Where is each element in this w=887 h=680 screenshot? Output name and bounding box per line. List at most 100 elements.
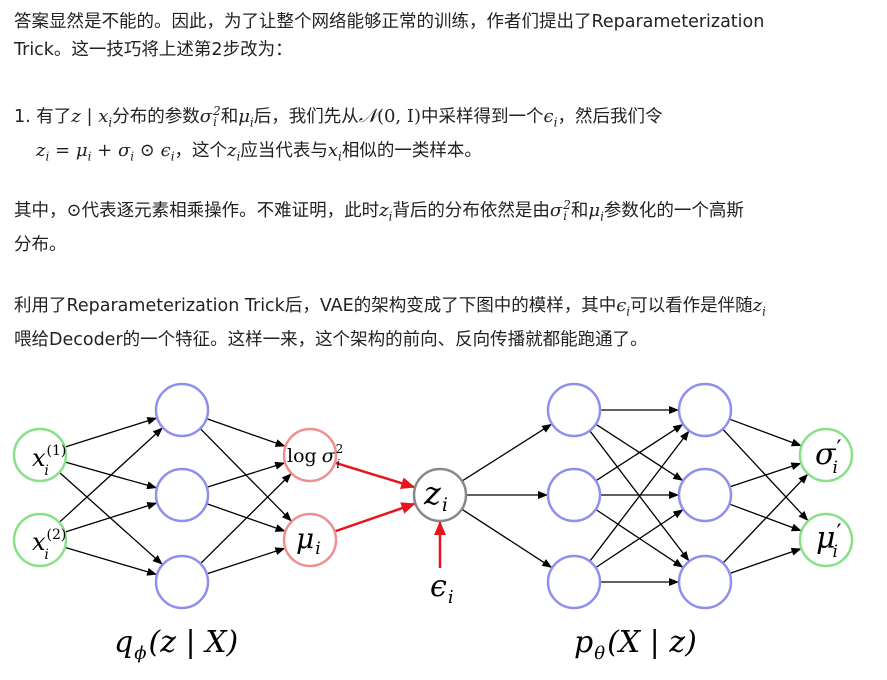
label-x2: x(2)i [32, 527, 66, 563]
x1-sub: i [44, 463, 48, 479]
z-base: z [423, 474, 442, 512]
math-mu: μi [588, 200, 604, 224]
sub-i: i [108, 115, 113, 130]
edges [58, 406, 809, 586]
eq-mu: μ [75, 139, 88, 161]
node-ls [282, 427, 338, 483]
math-x: xi [327, 139, 342, 164]
sub-i: i [762, 304, 766, 319]
sub-i: i [626, 304, 631, 319]
edge-e3-so [722, 473, 809, 564]
z-sym: z [227, 139, 237, 161]
sigma-out-sub: i [832, 458, 837, 478]
node-e1 [677, 382, 733, 438]
math-z-given-x: z | xi [71, 106, 113, 130]
edge-h2-mu [206, 503, 286, 532]
eq-z: z [36, 139, 46, 161]
x1-sup: (1) [47, 443, 67, 459]
para3-line2: 喂给Decoder的一个特征。这样一来，这个架构的前向、反向传播就都能跑通了。 [14, 329, 648, 350]
para3-t1: 利用了Reparameterization Trick后，VAE的架构变成了下图… [14, 296, 617, 316]
decoder-theta: θ [594, 643, 605, 664]
log-text: log [287, 445, 317, 467]
epsilon-sym: ϵ [543, 106, 554, 127]
z-sym: z [379, 200, 389, 221]
edge-e3-mo [729, 548, 802, 575]
node-e2 [677, 467, 733, 523]
math-normal-args: (0, I) [376, 106, 422, 127]
article-text: 答案显然是不能的。因此，为了让整个网络能够正常的训练，作者们提出了Reparam… [14, 8, 876, 64]
sub-i: i [213, 115, 217, 129]
mu-out-sub: i [833, 542, 838, 562]
eps-sym: ϵ [616, 295, 627, 316]
mu-base: μ [296, 522, 314, 555]
para2-t4: 和 [570, 201, 589, 221]
math-normal-n: 𝒩 [358, 105, 377, 127]
math-eq: zi = μi + σi ⊙ ϵi [36, 139, 175, 164]
edge-logsigma-z [334, 461, 416, 489]
node-x1 [12, 427, 68, 483]
x2-base: x [32, 528, 46, 556]
edge-mu-z [334, 502, 416, 533]
eq-odot: ⊙ [134, 139, 161, 161]
label-mu: μi [296, 522, 321, 559]
encoder-args: (z | X) [149, 625, 239, 660]
sup-2: 2 [213, 104, 221, 118]
node-h2 [154, 467, 210, 523]
node-d1 [546, 382, 602, 438]
eq-equals: = [49, 139, 76, 161]
edge-z-d3 [461, 508, 553, 568]
sub-i: i [236, 149, 241, 164]
eps-sub: i [448, 587, 454, 608]
node-z [412, 467, 468, 523]
x-sym: x [327, 139, 339, 161]
x1-base: x [32, 444, 46, 472]
edge-h3-mu [206, 547, 286, 575]
para2-t2: 代表逐元素相乘操作。不难证明，此时 [81, 201, 380, 221]
z-sym: z [752, 295, 763, 316]
sub-i: i [388, 209, 393, 224]
nodes [12, 382, 854, 610]
mu-sym: μ [238, 106, 250, 127]
z-given-x-text: z | x [71, 106, 109, 127]
decoder-caption: pθ(X | z) [574, 625, 697, 664]
eq-eps: ϵ [160, 139, 171, 161]
sigma-sym: σ [549, 200, 563, 221]
sub-i: i [553, 115, 558, 130]
mu-out-base: μ [816, 521, 836, 556]
para1-line1: 答案显然是不能的。因此，为了让整个网络能够正常的训练，作者们提出了Reparam… [14, 12, 765, 32]
math-eps: ϵi [616, 295, 631, 319]
encoder-caption: qϕ(z | X) [114, 625, 238, 664]
edge-z-d1 [461, 423, 553, 482]
log-sigma-sym: σ [322, 445, 336, 467]
para2-t3: 背后的分布依然是由 [392, 201, 550, 221]
sub-i: i [563, 209, 568, 223]
step1-t3: 后，我们先从 [253, 107, 359, 127]
sub-i: i [170, 149, 175, 164]
label-z: zi [423, 474, 448, 516]
mu-sym: μ [588, 200, 601, 221]
step1-t5: ，然后我们令 [557, 107, 663, 127]
edge-x2-h3 [64, 546, 158, 576]
math-z: zi [227, 139, 241, 164]
step1-t2: 和 [220, 107, 239, 127]
step1-t4: 中采样得到一个 [421, 107, 544, 127]
step1-t7: 应当代表与 [240, 140, 328, 161]
para2-t1: 其中， [14, 201, 67, 221]
sub-i: i [600, 209, 604, 224]
edge-d3-e2 [595, 509, 684, 569]
sub-i: i [87, 149, 92, 164]
label-sigma-out: σ′i [815, 437, 841, 478]
edge-h3-ls [199, 473, 292, 565]
mu-out-prime: ′ [837, 521, 842, 546]
node-mo [798, 512, 854, 568]
step1-t8: 相似的一类样本。 [341, 140, 482, 161]
edge-x2-h1 [58, 427, 163, 523]
node-h3 [154, 554, 210, 610]
para2-line2: 分布。 [14, 234, 67, 255]
node-so [798, 427, 854, 483]
